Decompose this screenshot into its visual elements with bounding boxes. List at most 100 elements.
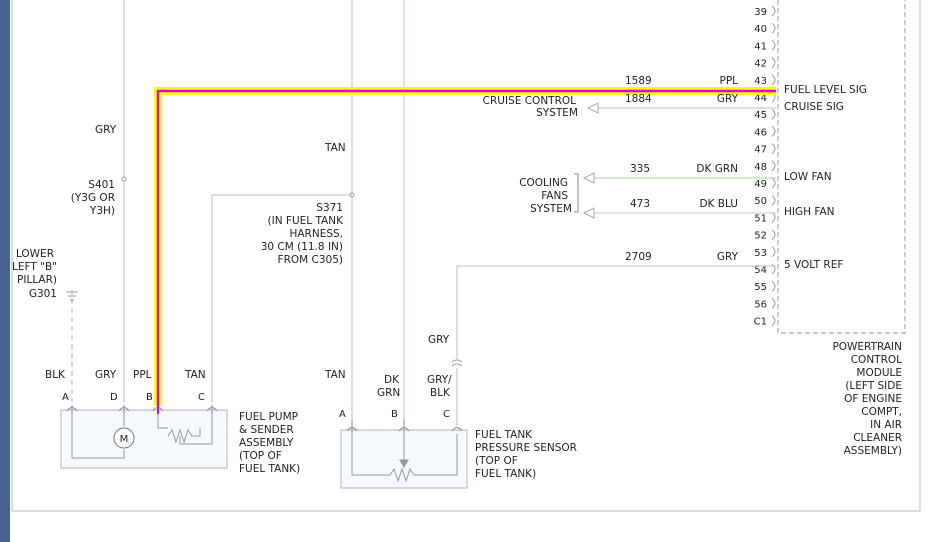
motor-label: M — [120, 434, 129, 445]
pcm-pin-connector — [771, 263, 776, 275]
svg-text:CONTROL: CONTROL — [851, 354, 902, 366]
wire-label-gry-slash: GRY/ — [427, 374, 452, 386]
pcm-pin-50: 50 — [754, 196, 767, 207]
signal-cruise: CRUISE SIG — [784, 101, 844, 113]
pump-pin-d: D — [110, 392, 118, 403]
svg-text:LEFT "B": LEFT "B" — [12, 261, 57, 273]
wire-tan-to-pump-c — [211, 194, 352, 402]
sensor-pin-b: B — [391, 409, 398, 420]
svg-text:ASSEMBLY: ASSEMBLY — [239, 437, 294, 449]
svg-text:S401: S401 — [88, 179, 115, 191]
pcm-pin-42: 42 — [754, 59, 767, 70]
pcm-pin-connector — [771, 212, 776, 223]
pcm-pin-connector — [771, 143, 776, 154]
arrow-low-fan — [582, 172, 595, 184]
pcm-pin-49: 49 — [754, 179, 767, 190]
pcm-pin-51: 51 — [754, 213, 767, 224]
svg-text:POWERTRAIN: POWERTRAIN — [832, 341, 902, 353]
wire-label-blk: BLK — [45, 369, 66, 381]
svg-text:CLEANER: CLEANER — [853, 432, 902, 444]
svg-text:COMPT,: COMPT, — [861, 406, 902, 418]
motor-icon — [113, 427, 135, 449]
sensor-pin-a: A — [339, 409, 346, 420]
svg-text:30 CM (11.8 IN): 30 CM (11.8 IN) — [261, 241, 343, 253]
circuit-2709-color: GRY — [717, 251, 739, 263]
pcm-pin-55: 55 — [754, 282, 767, 293]
wire-label-dk: DK — [384, 374, 400, 386]
svg-text:SYSTEM: SYSTEM — [536, 107, 578, 119]
pcm-pin-43: 43 — [754, 76, 767, 87]
svg-text:COOLING: COOLING — [519, 177, 568, 189]
wire-label-gry-pump: GRY — [95, 369, 117, 381]
svg-text:FANS: FANS — [541, 190, 568, 202]
wire-label-tan-top: TAN — [324, 142, 346, 154]
highlight-1589-inner — [156, 89, 776, 406]
ground-symbol — [66, 291, 78, 301]
svg-text:SYSTEM: SYSTEM — [530, 203, 572, 215]
circuit-473-color: DK BLU — [699, 198, 738, 210]
pressure-sensor-title: FUEL TANK PRESSURE SENSOR (TOP OF FUEL T… — [475, 429, 577, 480]
svg-text:(LEFT SIDE: (LEFT SIDE — [845, 380, 902, 392]
circuit-473: 473 — [630, 198, 650, 210]
wire-label-tan-sensor: TAN — [324, 369, 346, 381]
svg-text:OF ENGINE: OF ENGINE — [844, 393, 902, 405]
pcm-pin-48: 48 — [754, 162, 767, 173]
pcm-pin-connector — [771, 194, 776, 206]
wire-label-ppl-pump: PPL — [133, 369, 152, 381]
pcm-title: POWERTRAIN CONTROL MODULE (LEFT SIDE OF … — [832, 341, 902, 457]
wire-label-gry-top: GRY — [95, 124, 117, 136]
svg-text:& SENDER: & SENDER — [239, 424, 294, 436]
wire-2709 — [456, 265, 776, 360]
svg-text:PRESSURE SENSOR: PRESSURE SENSOR — [475, 442, 577, 454]
circuit-335-color: DK GRN — [696, 163, 738, 175]
circuit-1884: 1884 — [625, 93, 652, 105]
sensor-connectors — [346, 420, 463, 434]
pcm-pin-46: 46 — [754, 127, 767, 138]
arrow-high-fan — [582, 207, 595, 219]
pump-connectors — [66, 405, 218, 414]
signal-high-fan: HIGH FAN — [784, 206, 834, 218]
pump-pin-b: B — [146, 392, 153, 403]
pump-pin-a: A — [62, 392, 69, 403]
svg-text:FROM C305): FROM C305) — [278, 254, 343, 266]
svg-text:ASSEMBLY): ASSEMBLY) — [844, 445, 902, 457]
wire-label-gry-2709-down: GRY — [428, 334, 450, 346]
pcm-pin-connector — [771, 74, 776, 86]
svg-text:G301: G301 — [29, 288, 57, 300]
svg-text:MODULE: MODULE — [856, 367, 902, 379]
pcm-box — [777, 0, 906, 334]
pcm-pin-connector — [771, 108, 776, 120]
svg-text:HARNESS,: HARNESS, — [289, 228, 343, 240]
pcm-pin-connector — [771, 298, 776, 309]
wire-label-blk-sensor: BLK — [430, 387, 451, 399]
highlight-1589-outer — [154, 87, 776, 406]
pcm-pin-44: 44 — [754, 93, 767, 104]
pcm-pin-45: 45 — [754, 110, 767, 121]
splice-s401-label: S401 (Y3G OR Y3H) — [71, 179, 115, 217]
cruise-system-label: CRUISE CONTROL SYSTEM — [483, 95, 578, 119]
svg-text:FUEL TANK): FUEL TANK) — [239, 463, 300, 475]
svg-text:PILLAR): PILLAR) — [17, 274, 57, 286]
pressure-sensor-internal-wiring — [351, 434, 458, 483]
ground-g301-label: LOWER LEFT "B" PILLAR) G301 — [12, 248, 57, 300]
svg-text:FUEL PUMP: FUEL PUMP — [239, 411, 298, 423]
pcm-pin-connector — [771, 315, 776, 326]
pcm-pin-54: 54 — [754, 265, 767, 276]
pcm-pin-52: 52 — [754, 231, 767, 242]
svg-text:(IN FUEL TANK: (IN FUEL TANK — [268, 215, 345, 227]
wire-label-tan-pump: TAN — [184, 369, 206, 381]
wire-label-grn: GRN — [377, 387, 400, 399]
cooling-system-label: COOLING FANS SYSTEM — [519, 177, 572, 215]
splice-s371-label: S371 (IN FUEL TANK HARNESS, 30 CM (11.8 … — [261, 202, 344, 266]
page-left-edge-bar — [0, 0, 10, 542]
fuel-pump-box — [60, 409, 228, 469]
pcm-pin-connector — [771, 40, 776, 51]
circuit-1589: 1589 — [625, 75, 652, 87]
svg-text:FUEL TANK: FUEL TANK — [475, 429, 533, 441]
circuit-1589-color: PPL — [719, 75, 738, 87]
signal-5v-ref: 5 VOLT REF — [784, 259, 843, 271]
splice-s401-dot — [121, 176, 127, 182]
fuel-pump-title: FUEL PUMP & SENDER ASSEMBLY (TOP OF FUEL… — [239, 411, 300, 475]
signal-low-fan: LOW FAN — [784, 171, 832, 183]
